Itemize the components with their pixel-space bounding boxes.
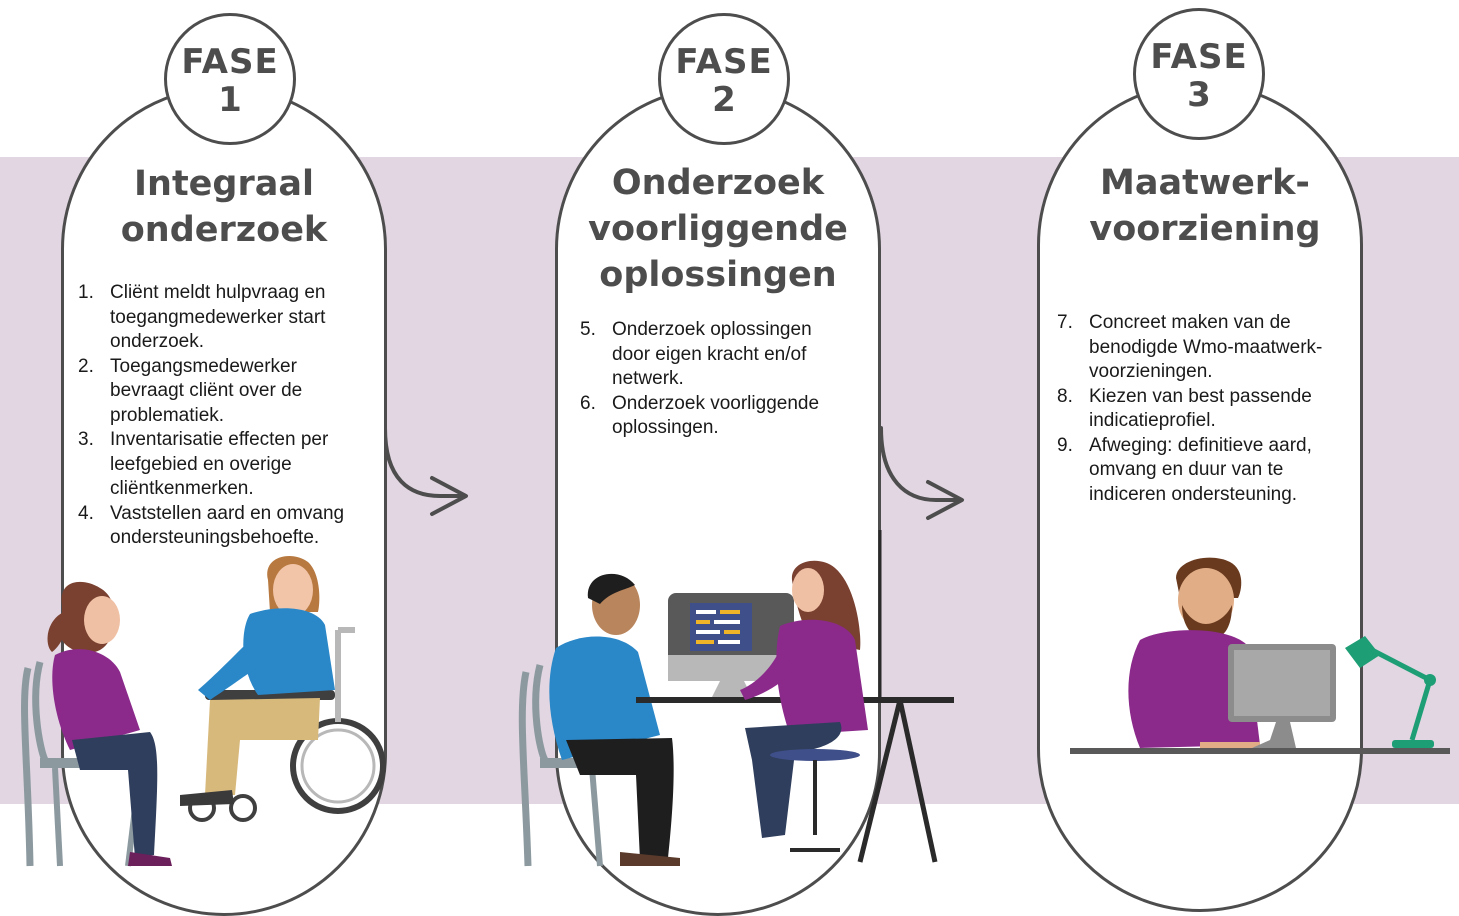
step-line: Onderzoek oplossingen [612,319,812,340]
phase-3-step-list: 7. Concreet maken van de benodigde Wmo-maa… [1057,311,1357,507]
step-line: door eigen kracht en/of [612,343,807,365]
step-item: 5. Onderzoek oplossingen door eigen kracht… [580,318,850,392]
title-line: voorziening [1089,209,1321,249]
phase-3-badge: FASE 3 [1133,8,1265,140]
arrow-phase1-to-2-icon [383,426,468,516]
phase-badge-label: FASE [181,42,279,82]
phase-2-badge: FASE 2 [658,13,790,145]
step-item: 3. Inventarisatie effecten per leefgebied … [78,428,378,502]
step-number: 5. [580,319,596,340]
step-number: 7. [1057,312,1073,333]
step-item: 7. Concreet maken van de benodigde Wmo-maa… [1057,311,1357,385]
step-line: indiceren ondersteuning. [1089,483,1298,505]
step-number: 3. [78,429,94,450]
title-line: onderzoek [120,210,328,250]
phase-1-title: Integraal onderzoek [61,161,387,253]
phase-badge-label: FASE [1150,37,1248,77]
step-number: 6. [580,392,596,414]
step-item: 4. Vaststellen aard en omvang ondersteunin… [78,502,378,551]
step-line: Vaststellen aard en omvang [110,502,345,524]
step-line: Kiezen van best passende [1089,385,1312,407]
phase-1-badge: FASE 1 [164,13,296,145]
title-line: Onderzoek [611,163,825,203]
arrow-phase2-to-3-icon [879,426,964,520]
step-line: benodigde Wmo-maatwerk- [1089,336,1323,358]
step-item: 1. Cliënt meldt hulpvraag en toegangmedewe… [78,281,378,355]
step-line: Inventarisatie effecten per [110,429,329,450]
step-line: leefgebied en overige [110,453,292,475]
step-line: indicatieprofiel. [1089,410,1216,431]
step-line: oplossingen. [612,417,719,438]
step-line: Onderzoek voorliggende [612,392,820,414]
step-line: Afweging: definitieve aard, [1089,434,1312,456]
phase-2-step-list: 5. Onderzoek oplossingen door eigen kracht… [580,318,850,441]
step-line: onderzoek. [110,331,205,352]
step-number: 9. [1057,434,1073,456]
step-line: problematiek. [110,404,225,426]
phase-badge-number: 1 [218,80,242,120]
step-number: 4. [78,502,94,524]
step-line: omvang en duur van te [1089,459,1284,480]
step-number: 1. [78,282,94,303]
title-line: Integraal [134,164,314,204]
title-line: oplossingen [599,255,837,295]
phase-3-panel [1037,82,1363,912]
step-line: netwerk. [612,368,684,389]
step-line: bevraagt cliënt over de [110,380,303,401]
title-line: Maatwerk- [1100,163,1310,203]
phase-2-title: Onderzoek voorliggende oplossingen [555,160,881,298]
step-number: 2. [78,355,94,377]
step-item: 9. Afweging: definitieve aard, omvang en d… [1057,434,1357,508]
title-line: voorliggende [588,209,848,249]
step-item: 8. Kiezen van best passende indicatieprofi… [1057,385,1357,434]
step-line: toegangmedewerker start [110,306,326,328]
step-line: voorzieningen. [1089,361,1213,382]
step-line: ondersteuningsbehoefte. [110,527,320,548]
phase-badge-number: 3 [1187,75,1211,115]
step-line: Toegangsmedewerker [110,355,297,377]
step-line: cliëntkenmerken. [110,478,254,499]
phase-badge-number: 2 [712,80,736,120]
step-line: Concreet maken van de [1089,312,1291,333]
phase-1-step-list: 1. Cliënt meldt hulpvraag en toegangmedewe… [78,281,378,551]
step-item: 6. Onderzoek voorliggende oplossingen. [580,392,850,441]
step-line: Cliënt meldt hulpvraag en [110,282,326,303]
phase-3-title: Maatwerk- voorziening [1037,160,1373,252]
phase-badge-label: FASE [675,42,773,82]
step-item: 2. Toegangsmedewerker bevraagt cliënt over… [78,355,378,429]
step-number: 8. [1057,385,1073,407]
